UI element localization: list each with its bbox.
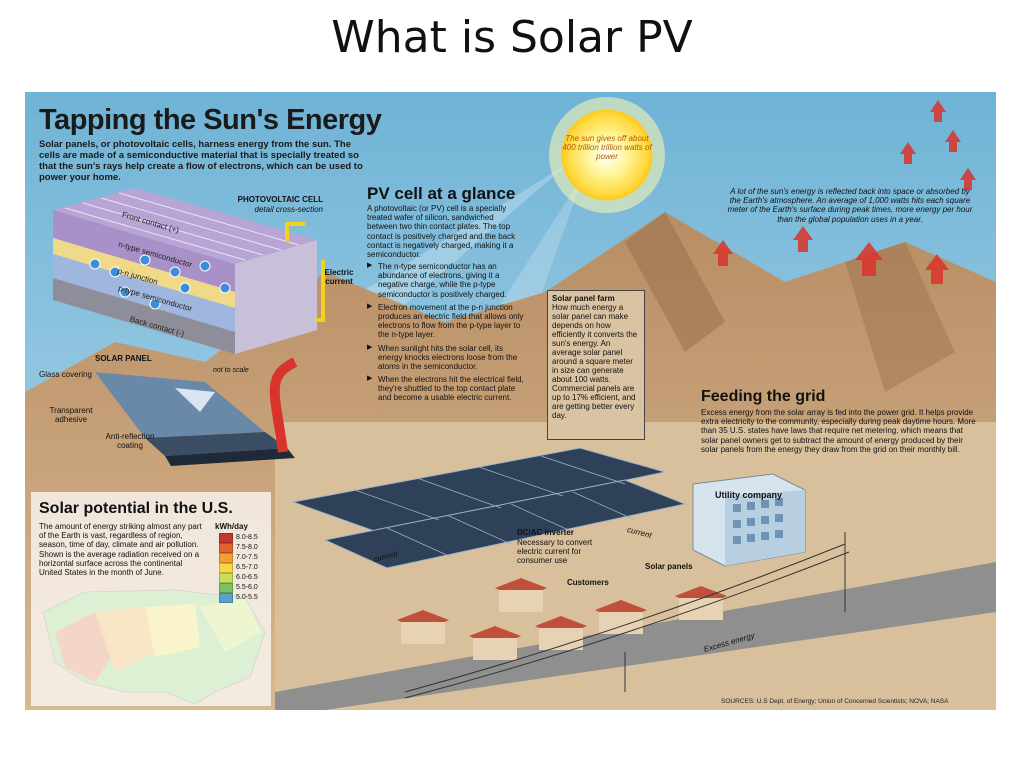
legend-row: 5.0-5.5 [219, 592, 258, 603]
legend-label: 6.5-7.0 [236, 564, 258, 571]
reflection-note: A lot of the sun's energy is reflected b… [727, 187, 973, 224]
grid-heading: Feeding the grid [701, 388, 826, 405]
sun-callout: The sun gives off about 400 trillion tri… [562, 134, 652, 162]
solar-panels-label: Solar panels [645, 562, 693, 571]
potential-body: The amount of energy striking almost any… [39, 522, 202, 577]
road [275, 562, 996, 710]
legend-label: 5.5-6.0 [236, 584, 258, 591]
legend-row: 7.0-7.5 [219, 552, 258, 563]
poster-intro: Solar panels, or photovoltaic cells, har… [39, 139, 363, 183]
pv-cell-cross-section [53, 188, 325, 354]
panel-layer-label: Glass covering [39, 370, 92, 379]
pv-cell-bullets: The n-type semiconductor has an abundanc… [367, 262, 527, 407]
farm-heading: Solar panel farm [552, 294, 615, 303]
legend-row: 6.5-7.0 [219, 562, 258, 573]
solar-panel-layers [95, 372, 295, 466]
sun-icon [549, 97, 665, 213]
farm-body: How much energy a solar panel can make d… [552, 303, 638, 421]
utility-company-label: Utility company [715, 490, 783, 500]
solar-farm-callout: Solar panel farm How much energy a solar… [547, 290, 645, 440]
mountain-shadow [845, 242, 955, 392]
solar-panel-heading: SOLAR PANEL [95, 354, 152, 363]
list-item: The n-type semiconductor has an abundanc… [367, 262, 527, 299]
sources-credit: SOURCES: U.S Dept. of Energy; Union of C… [721, 698, 949, 705]
legend-row: 6.0-6.5 [219, 572, 258, 583]
electric-current-label: Electric current [324, 268, 354, 287]
not-to-scale-label: not to scale [213, 367, 249, 374]
solar-farm-panels [291, 447, 687, 569]
zoom-arrow-icon [269, 357, 298, 453]
customers-label: Customers [567, 578, 609, 587]
power-lines [404, 532, 850, 699]
poster-title: Tapping the Sun's Energy [39, 104, 382, 136]
potential-heading: Solar potential in the U.S. [39, 500, 233, 517]
legend-row: 5.5-6.0 [219, 582, 258, 593]
radiation-legend: 8.0-8.5 7.5-8.0 7.0-7.5 6.5-7.0 6.0-6.5 … [219, 532, 258, 603]
utility-building [692, 473, 806, 567]
legend-label: 8.0-8.5 [236, 534, 258, 541]
list-item: Electron movement at the p-n junction pr… [367, 303, 527, 340]
cell-diagram-subheading: detail cross-section [254, 205, 323, 214]
inverter-heading: DC/AC inverter [517, 528, 574, 537]
legend-row: 7.5-8.0 [219, 542, 258, 553]
legend-swatch [219, 562, 233, 573]
legend-label: 5.0-5.5 [236, 594, 258, 601]
legend-swatch [219, 542, 233, 553]
legend-swatch [219, 592, 233, 603]
panel-layer-label: Anti-reflection coating [105, 432, 155, 451]
panel-layer-label: Transparent adhesive [49, 406, 93, 425]
list-item: When the electrons hit the electrical fi… [367, 375, 527, 403]
pv-cell-intro: A photovoltaic (or PV) cell is a special… [367, 204, 516, 259]
inverter-body: Necessary to convert electric current fo… [517, 538, 593, 566]
infographic-poster: Tapping the Sun's Energy Solar panels, o… [25, 92, 996, 710]
legend-swatch [219, 552, 233, 563]
grid-body: Excess energy from the solar array is fe… [701, 408, 976, 454]
legend-swatch [219, 572, 233, 583]
legend-label: 7.0-7.5 [236, 554, 258, 561]
legend-label: 6.0-6.5 [236, 574, 258, 581]
cell-diagram-heading: PHOTOVOLTAIC CELL [237, 195, 323, 204]
legend-label: 7.5-8.0 [236, 544, 258, 551]
customer-houses [397, 578, 727, 660]
legend-row: 8.0-8.5 [219, 532, 258, 543]
list-item: When sunlight hits the solar cell, its e… [367, 344, 527, 372]
pv-cell-heading: PV cell at a glance [367, 184, 516, 203]
legend-swatch [219, 532, 233, 543]
legend-swatch [219, 582, 233, 593]
slide-title: What is Solar PV [331, 12, 693, 63]
mountain-shadow [625, 212, 725, 352]
heat-arrow-icon [713, 100, 976, 284]
legend-title: kWh/day [215, 522, 248, 531]
